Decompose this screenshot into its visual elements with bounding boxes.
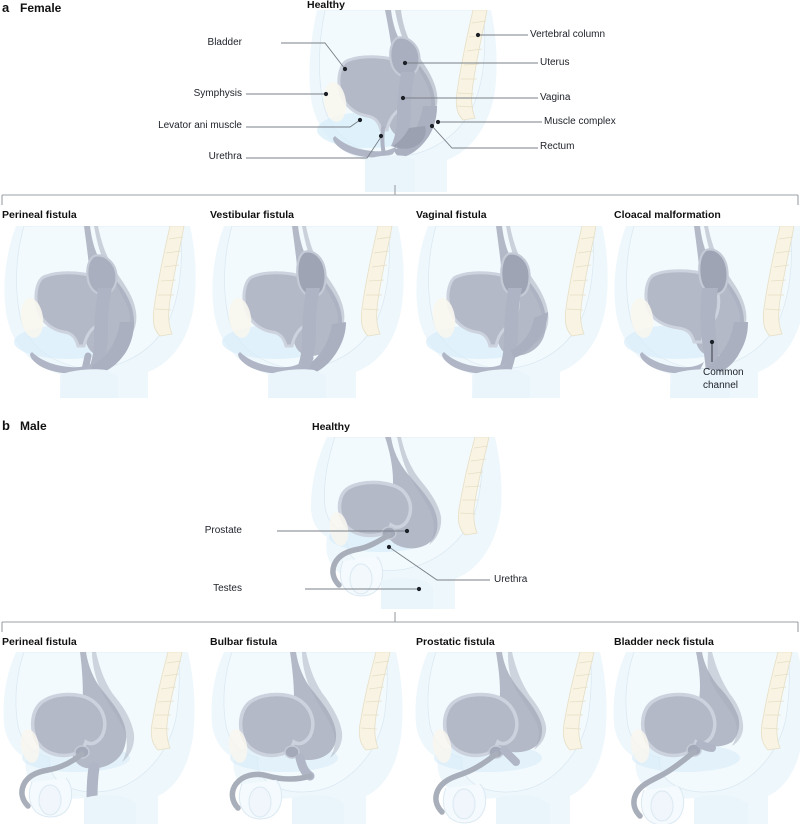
- callout-urethra-male: Urethra: [494, 574, 528, 585]
- male-healthy-title: Healthy: [312, 421, 350, 433]
- cloacal-malformation-illustration: [614, 226, 800, 398]
- callout-urethra-female: Urethra: [208, 151, 242, 162]
- male-healthy-illustration: [311, 437, 502, 609]
- section-title-male: Male: [20, 419, 47, 433]
- section-title-female: Female: [20, 1, 62, 15]
- callout-rectum: Rectum: [540, 141, 575, 152]
- callout-uterus: Uterus: [540, 57, 570, 68]
- female-perineal-fistula-illustration: [4, 226, 196, 398]
- panel-title-female-vaginal-fistula: Vaginal fistula: [416, 209, 487, 221]
- male-variant-bracket: [1, 612, 799, 632]
- panel-title-female-perineal-fistula: Perineal fistula: [2, 209, 77, 221]
- callout-vertebral-column: Vertebral column: [530, 29, 606, 40]
- common-channel-line2: channel: [703, 380, 739, 391]
- female-healthy-title: Healthy: [307, 0, 345, 11]
- panel-title-male-perineal-fistula: Perineal fistula: [2, 636, 77, 648]
- callout-symphysis: Symphysis: [193, 88, 242, 99]
- male-perineal-fistula-illustration: [3, 652, 195, 824]
- female-vaginal-fistula-illustration: [416, 226, 608, 398]
- panel-title-male-bladder-neck-fistula: Bladder neck fistula: [614, 636, 714, 648]
- callout-vagina: Vagina: [540, 92, 571, 103]
- callout-bladder: Bladder: [207, 37, 242, 48]
- panel-title-female-vestibular-fistula: Vestibular fistula: [210, 209, 295, 221]
- female-vestibular-fistula-illustration: [212, 226, 404, 398]
- panel-title-male-bulbar-fistula: Bulbar fistula: [210, 636, 278, 648]
- common-channel-line1: Common: [703, 367, 744, 378]
- callout-common-channel: Common channel: [703, 366, 744, 392]
- callout-levator-ani-muscle: Levator ani muscle: [158, 120, 242, 131]
- male-prostatic-fistula-illustration: [415, 652, 607, 824]
- section-letter-b: b: [2, 418, 10, 433]
- callout-prostate: Prostate: [204, 525, 242, 536]
- panel-title-male-prostatic-fistula: Prostatic fistula: [416, 636, 495, 648]
- callout-testes: Testes: [213, 583, 242, 594]
- section-letter-a: a: [2, 0, 10, 15]
- panel-title-cloacal-malformation: Cloacal malformation: [614, 209, 721, 221]
- male-bulbar-fistula-illustration: [211, 652, 403, 824]
- female-healthy-illustration: [309, 10, 497, 192]
- male-bladder-neck-fistula-illustration: [613, 652, 800, 824]
- callout-muscle-complex: Muscle complex: [544, 116, 616, 127]
